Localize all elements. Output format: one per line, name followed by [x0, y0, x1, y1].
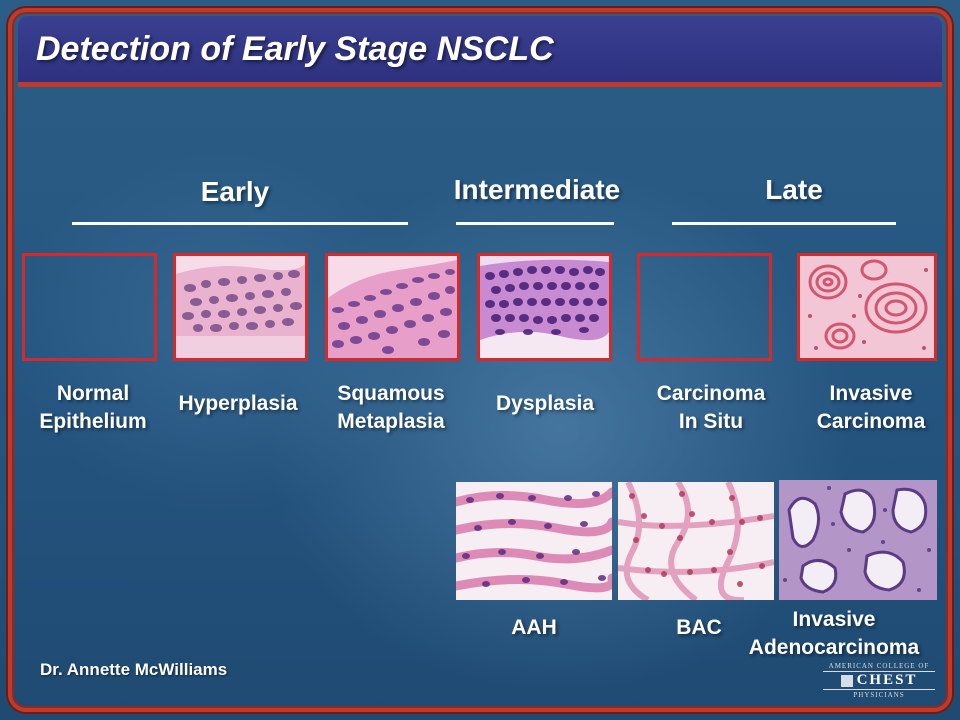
stage-late-heading: Late: [765, 174, 823, 205]
squamous-metaplasia-image: [325, 253, 460, 361]
label-invasive-adenocarcinoma: Invasive Adenocarcinoma: [734, 606, 934, 662]
label-line-1: Dysplasia: [495, 392, 595, 415]
stage-early-heading: Early: [200, 176, 270, 207]
slide-frame: [8, 8, 952, 712]
label-aah: AAH: [456, 614, 612, 642]
carcinoma-in-situ-tile: [637, 253, 772, 361]
label-carcinoma-in-situ: Carcinoma In Situ: [636, 380, 786, 436]
logo-square-icon: [840, 674, 853, 687]
aah-image: [456, 482, 612, 600]
logo-top-text: AMERICAN COLLEGE OF: [828, 662, 930, 670]
label-squamous-metaplasia: Squamous Metaplasia: [318, 380, 464, 436]
stage-early-rule: [72, 222, 408, 225]
label-bac: BAC: [624, 614, 774, 642]
label-line-2: Carcinoma: [816, 410, 926, 433]
label-line-1: Squamous: [337, 382, 445, 405]
invasive-carcinoma-image: [797, 253, 937, 361]
label-dysplasia: Dysplasia: [470, 390, 620, 418]
slide-title: Detection of Early Stage NSCLC: [36, 30, 554, 68]
dysplasia-image: [477, 253, 612, 361]
stage-intermediate-heading: Intermediate: [453, 174, 621, 205]
normal-epithelium-tile: [22, 253, 157, 361]
invasive-adenocarcinoma-image: [779, 480, 937, 600]
logo-word: CHEST: [856, 672, 918, 688]
label-line-1: BAC: [676, 616, 722, 639]
label-line-2: Metaplasia: [337, 410, 445, 433]
label-hyperplasia: Hyperplasia: [164, 390, 312, 418]
chest-logo: AMERICAN COLLEGE OF CHEST PHYSICIANS: [823, 662, 935, 699]
label-line-1: Hyperplasia: [178, 392, 298, 415]
logo-bottom-text: PHYSICIANS: [853, 691, 905, 699]
label-normal-epithelium: Normal Epithelium: [22, 380, 164, 436]
author-credit: Dr. Annette McWilliams: [40, 660, 228, 679]
title-bar: [18, 16, 942, 82]
label-invasive-carcinoma: Invasive Carcinoma: [796, 380, 946, 436]
label-line-1: Invasive: [792, 608, 876, 631]
label-line-1: Normal: [56, 382, 130, 405]
label-line-2: Adenocarcinoma: [748, 636, 920, 659]
bac-image: [618, 482, 774, 600]
stage-intermediate-rule: [456, 222, 614, 225]
label-line-1: AAH: [511, 616, 557, 639]
label-line-1: Carcinoma: [656, 382, 766, 405]
label-line-2: Epithelium: [39, 410, 147, 433]
hyperplasia-image: [173, 253, 308, 361]
label-line-2: In Situ: [678, 410, 744, 433]
title-underline: [18, 82, 942, 87]
label-line-1: Invasive: [829, 382, 913, 405]
stage-late-rule: [672, 222, 896, 225]
